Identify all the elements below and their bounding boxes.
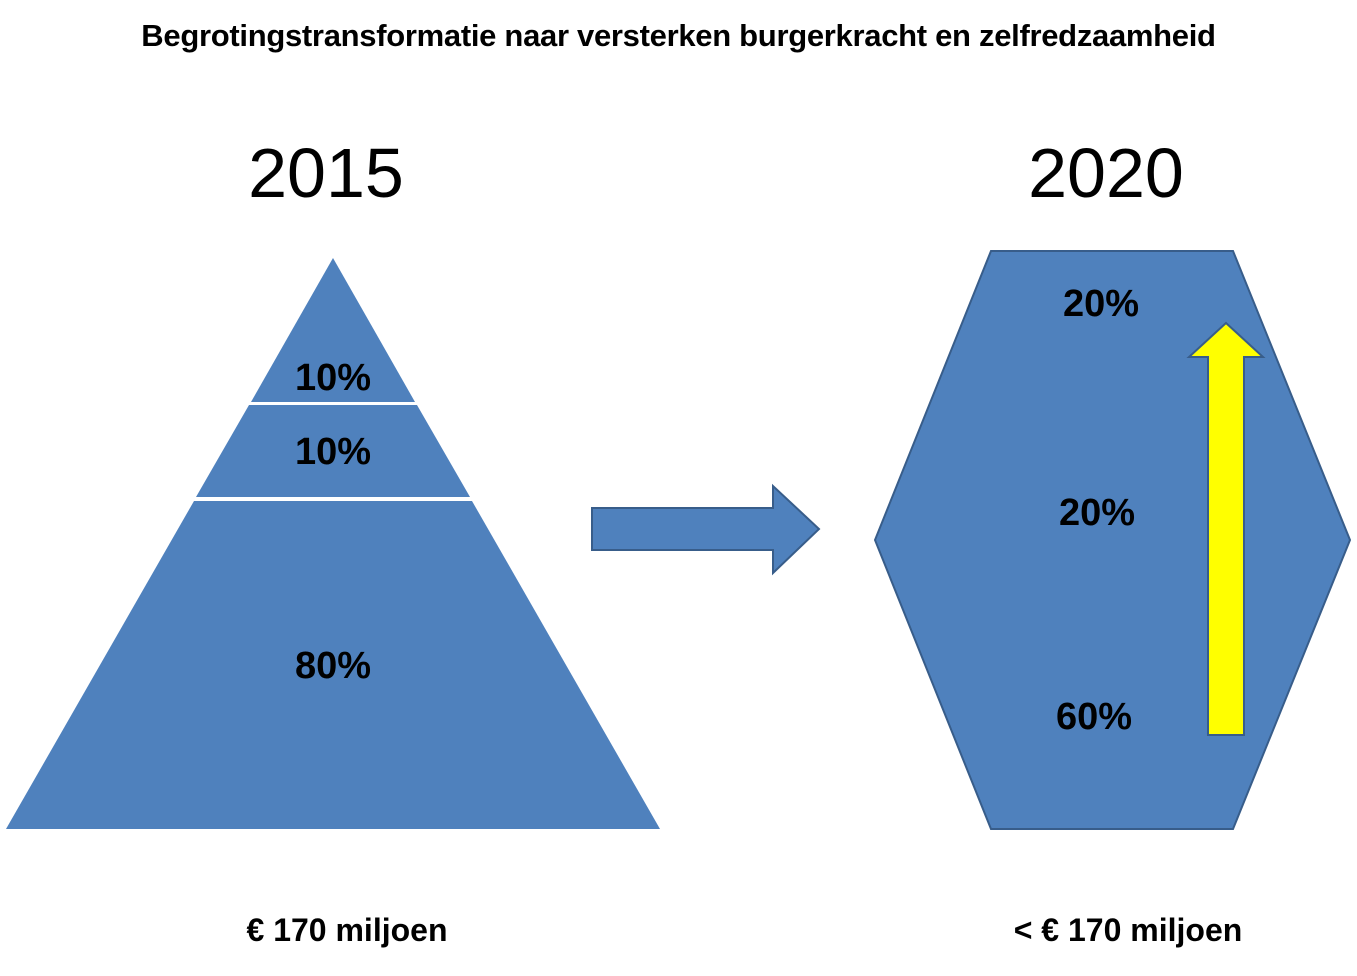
pyramid-bottom-segment — [6, 501, 660, 829]
transition-arrow-icon — [591, 483, 821, 576]
hexagon-top-label: 20% — [1062, 283, 1140, 325]
pyramid-top-segment — [251, 258, 415, 402]
budget-2020-label: < € 170 miljoen — [1013, 912, 1243, 948]
diagram-title: Begrotingstransformatie naar versterken … — [141, 18, 1216, 53]
pyramid-middle-label: 10% — [294, 431, 372, 473]
year-2020-label: 2020 — [1028, 134, 1184, 212]
budget-2015-label: € 170 miljoen — [246, 912, 448, 948]
hexagon-shape — [873, 250, 1352, 830]
pyramid-top-label: 10% — [294, 357, 372, 399]
up-arrow-icon — [1186, 321, 1266, 736]
hexagon-middle-label: 20% — [1058, 492, 1136, 534]
year-2015-label: 2015 — [248, 134, 404, 212]
pyramid-middle-segment — [196, 405, 470, 497]
pyramid-bottom-label: 80% — [294, 645, 372, 687]
hexagon-bottom-label: 60% — [1055, 696, 1133, 738]
